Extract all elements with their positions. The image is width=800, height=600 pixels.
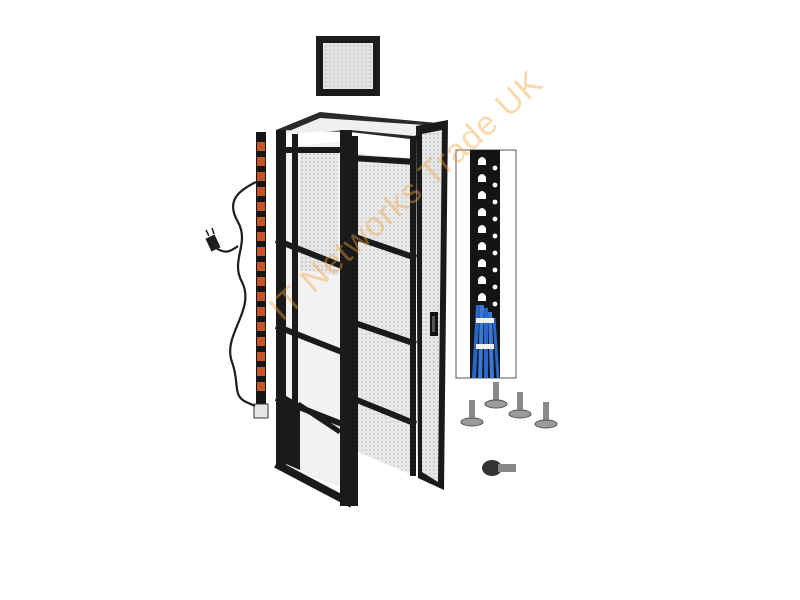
cable-manager	[455, 149, 517, 379]
outlet	[257, 352, 265, 361]
screw-icon	[482, 460, 516, 476]
lacing-hole	[492, 182, 498, 188]
door-handle-icon	[430, 312, 438, 336]
outlet	[257, 187, 265, 196]
outlet	[257, 142, 265, 151]
outlet	[257, 277, 265, 286]
lacing-hole	[478, 242, 486, 250]
outlet	[257, 247, 265, 256]
lacing-hole	[478, 225, 486, 233]
lacing-hole	[478, 174, 486, 182]
lacing-hole	[478, 208, 486, 216]
power-strip	[205, 132, 269, 419]
lacing-hole	[478, 293, 486, 301]
outlet	[257, 382, 265, 391]
lacing-hole	[478, 157, 486, 165]
power-cord	[229, 181, 257, 408]
lacing-hole	[492, 301, 498, 307]
outlet	[257, 217, 265, 226]
plug-icon	[205, 227, 239, 253]
lacing-hole	[492, 233, 498, 239]
outlet	[257, 367, 265, 376]
rack-cabinet	[274, 112, 448, 508]
outlet	[257, 172, 265, 181]
screw-icon	[484, 382, 508, 409]
lacing-hole	[492, 267, 498, 273]
screw-icon	[508, 392, 532, 419]
outlet	[257, 307, 265, 316]
screw-icon	[460, 400, 484, 427]
outlet	[257, 157, 265, 166]
screw-icon	[534, 402, 558, 429]
lacing-hole	[492, 284, 498, 290]
outlet	[257, 322, 265, 331]
outlet	[257, 262, 265, 271]
rack-screws	[460, 382, 558, 476]
lacing-hole	[492, 199, 498, 205]
lacing-hole	[492, 250, 498, 256]
outlet	[257, 292, 265, 301]
lacing-hole	[492, 216, 498, 222]
outlet	[257, 202, 265, 211]
lacing-hole	[492, 165, 498, 171]
outlet	[257, 337, 265, 346]
blue-cables	[472, 304, 500, 379]
mesh-door	[416, 120, 448, 490]
outlet	[257, 232, 265, 241]
lacing-hole	[478, 259, 486, 267]
lacing-hole	[478, 191, 486, 199]
lacing-hole	[478, 276, 486, 284]
top-panel	[316, 36, 380, 96]
